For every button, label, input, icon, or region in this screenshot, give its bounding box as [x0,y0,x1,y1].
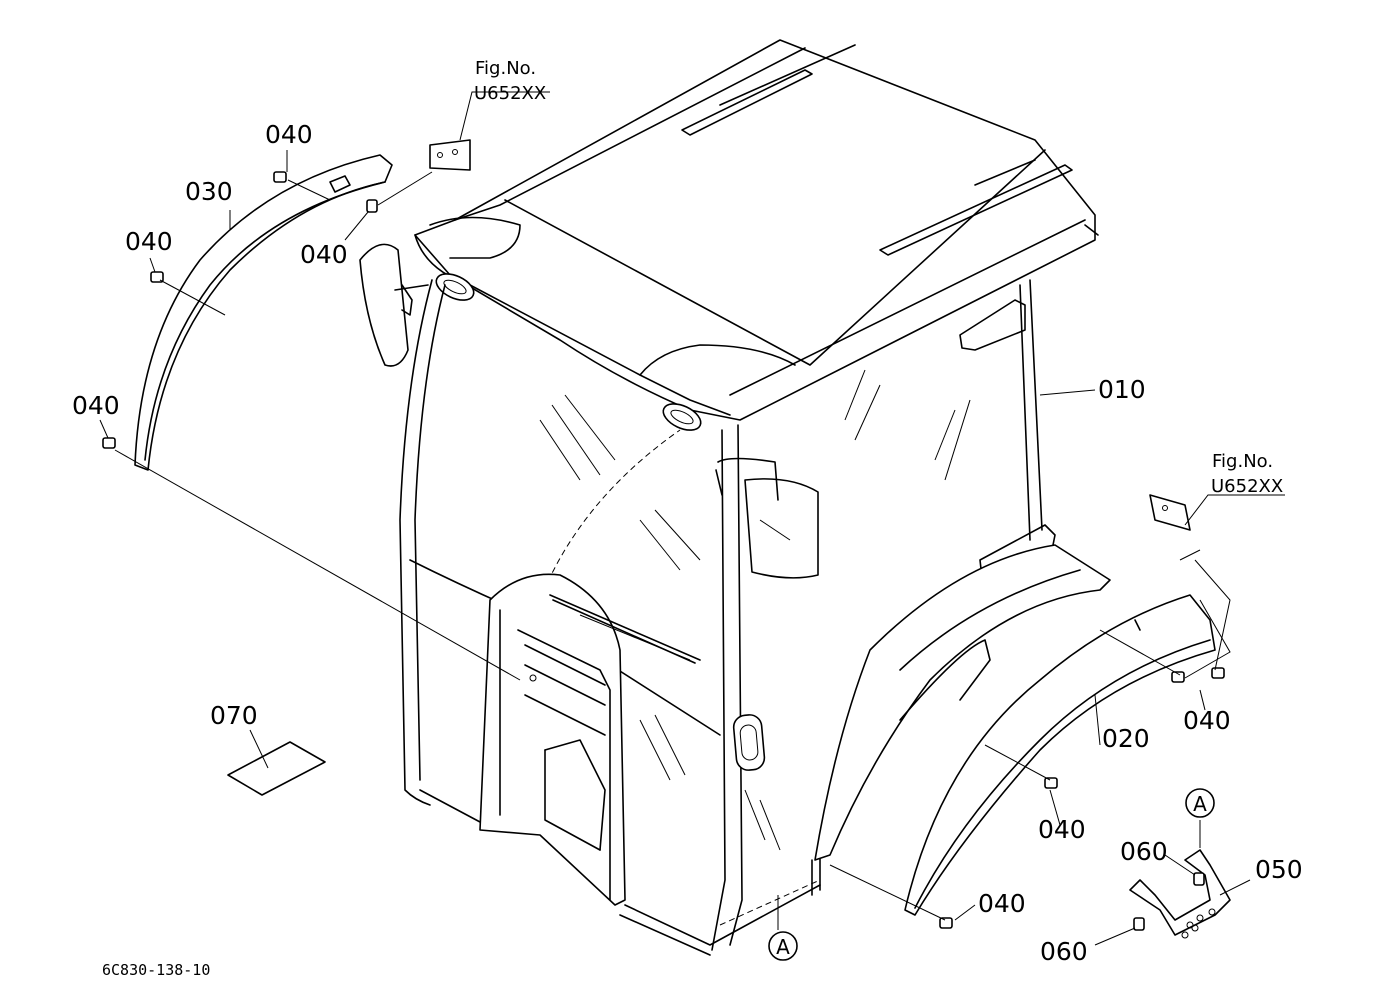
fig-ref-label: Fig.No. [1212,451,1273,472]
fender-020 [904,594,1216,916]
roof-light-left [435,273,475,301]
leader-lines [99,91,1285,946]
label-020: 020 [1102,724,1150,753]
detail-marker-text: A [1193,792,1207,816]
label-010: 010 [1098,375,1146,404]
label-030: 030 [185,177,233,206]
detail-marker-a: A [1185,788,1215,818]
fender-030 [134,154,393,471]
roof-light-right [662,403,702,431]
part-labels: 010 020 030 040 040 040 040 040 040 040 … [72,58,1303,979]
label-040: 040 [265,120,313,149]
bolt-060 [1133,872,1205,931]
label-050: 050 [1255,855,1303,884]
mirror-right [715,457,819,579]
bracket-050 [1129,849,1231,939]
decal-070 [227,741,326,796]
mirror-left [359,243,429,367]
drawing-number: 6C830-138-10 [102,961,210,979]
label-040: 040 [72,391,120,420]
wiper-arm [549,594,701,664]
fig-ref-code: U652XX [1211,476,1283,497]
hidden-line [719,879,821,926]
fig-bracket-right [1149,494,1191,531]
label-040: 040 [125,227,173,256]
label-060: 060 [1040,937,1088,966]
detail-marker-a: A [768,931,798,961]
fig-ref-code: U652XX [474,83,546,104]
label-040: 040 [978,889,1026,918]
label-040: 040 [1038,815,1086,844]
label-060: 060 [1120,837,1168,866]
label-040: 040 [1183,706,1231,735]
fig-ref-label: Fig.No. [475,58,536,79]
rear-fender-right-duct [814,544,1111,861]
label-070: 070 [210,701,258,730]
glass-reflection [539,369,971,851]
dashboard-console [479,573,626,906]
fig-bracket-top [429,139,471,171]
detail-marker-text: A [776,935,790,959]
cabin-roof [414,39,1099,421]
door-handle [732,714,766,771]
label-040: 040 [300,240,348,269]
bolt-040 [102,171,1225,929]
